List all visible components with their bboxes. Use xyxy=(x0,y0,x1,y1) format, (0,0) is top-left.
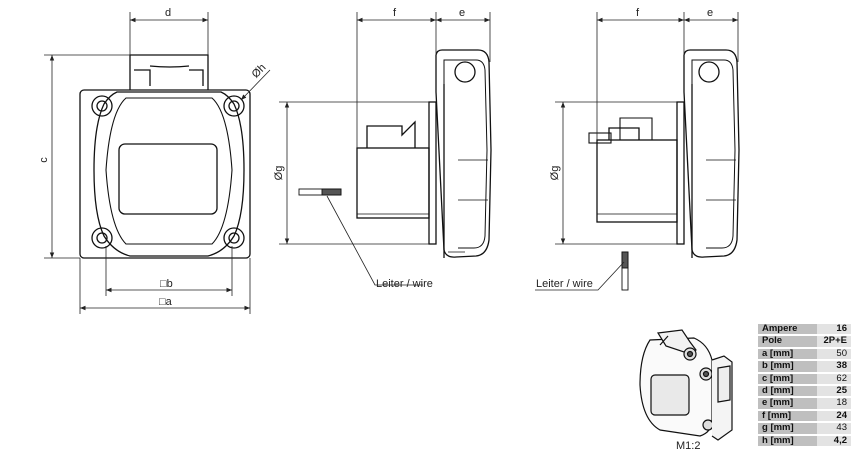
front-label-window xyxy=(118,143,218,215)
side1-dim-e-label: e xyxy=(459,7,465,19)
spec-key: Pole xyxy=(758,335,817,347)
spec-row: h [mm]4,2 xyxy=(758,435,851,447)
side1-hinge-hole xyxy=(454,61,476,83)
spec-key: d [mm] xyxy=(758,385,817,397)
spec-value: 50 xyxy=(816,348,851,360)
spec-value: 24 xyxy=(816,410,851,422)
spec-key: f [mm] xyxy=(758,410,817,422)
spec-row: b [mm]38 xyxy=(758,360,851,372)
spec-value: 2P+E xyxy=(816,335,851,347)
side1-wire-label: Leiter / wire xyxy=(376,278,433,290)
front-top-tab xyxy=(129,54,209,90)
side2-lid-body xyxy=(683,49,740,258)
side1-terminal-block xyxy=(356,147,430,219)
spec-key: Ampere xyxy=(758,323,817,335)
side2-terminal-block xyxy=(596,139,678,223)
side2-dim-e-label: e xyxy=(707,7,713,19)
spec-row: c [mm]62 xyxy=(758,373,851,385)
front-dimensions xyxy=(44,12,271,314)
side1-dimensions xyxy=(279,12,491,286)
dim-c-label: c xyxy=(38,157,50,163)
side2-dimensions xyxy=(535,12,739,291)
spec-value: 62 xyxy=(816,373,851,385)
spec-key: g [mm] xyxy=(758,422,817,434)
front-view xyxy=(79,54,251,259)
spec-row: g [mm]43 xyxy=(758,422,851,434)
side2-wire-label: Leiter / wire xyxy=(536,278,593,290)
spec-row: d [mm]25 xyxy=(758,385,851,397)
spec-row: f [mm]24 xyxy=(758,410,851,422)
spec-value: 4,2 xyxy=(816,435,851,447)
spec-key: e [mm] xyxy=(758,398,817,409)
spec-value: 18 xyxy=(816,398,851,409)
spec-key: h [mm] xyxy=(758,435,817,447)
side2-dim-f-label: f xyxy=(636,7,640,19)
front-flange xyxy=(79,89,251,259)
front-socket-body xyxy=(93,91,245,257)
dim-b-label: □b xyxy=(160,278,173,290)
side2-hinge-hole xyxy=(698,61,720,83)
side1-lid-body xyxy=(435,49,492,258)
side1-dim-g-label: Øg xyxy=(273,166,285,181)
dim-h-label: Øh xyxy=(250,62,269,81)
side-view-2 xyxy=(588,49,740,291)
side2-flange xyxy=(676,101,685,245)
spec-value: 16 xyxy=(816,323,851,335)
spec-row: e [mm]18 xyxy=(758,398,851,409)
side2-dim-g-label: Øg xyxy=(549,166,561,181)
spec-value: 25 xyxy=(816,385,851,397)
spec-key: c [mm] xyxy=(758,373,817,385)
side-view-1 xyxy=(298,49,492,258)
spec-key: b [mm] xyxy=(758,360,817,372)
spec-row: a [mm]50 xyxy=(758,348,851,360)
side1-flange xyxy=(428,101,437,245)
spec-value: 38 xyxy=(816,360,851,372)
front-mounting-holes xyxy=(91,95,245,249)
spec-key: a [mm] xyxy=(758,348,817,360)
dim-d-label: d xyxy=(165,7,171,19)
product-perspective-sketch xyxy=(639,329,733,441)
scale-label: M1:2 xyxy=(676,440,701,452)
dim-a-label: □a xyxy=(159,296,173,308)
side1-dim-f-label: f xyxy=(393,7,397,19)
spec-value: 43 xyxy=(816,422,851,434)
